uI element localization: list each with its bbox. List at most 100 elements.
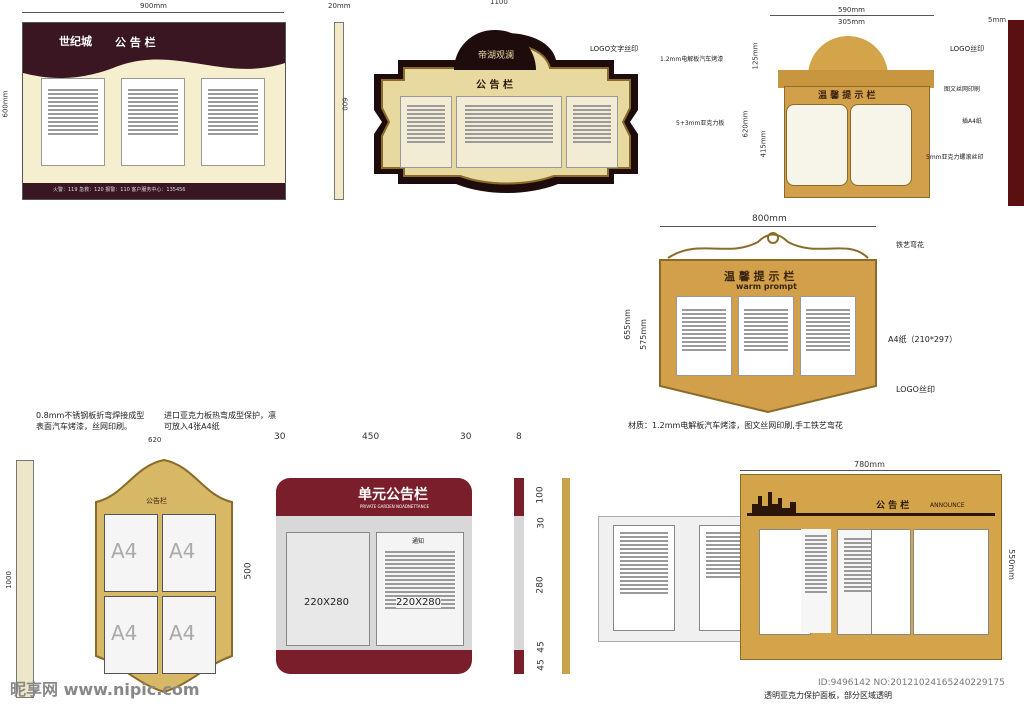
notice-sheet [676, 296, 732, 376]
dim-line [740, 470, 1000, 471]
board6-d4: 8 [516, 432, 522, 442]
city-skyline-logo [752, 492, 796, 514]
a4-slot [786, 104, 848, 186]
notice-sheet [201, 78, 265, 166]
board4-h1: 655mm [622, 309, 632, 340]
board4-title: 温 馨 提 示 栏 [724, 270, 795, 283]
board3-note3: 插A4纸 [962, 118, 982, 125]
board6-d3: 30 [460, 432, 472, 442]
board6-header [276, 478, 472, 516]
board2-note2: 1.2mm电解板汽车烤漆 [660, 56, 724, 63]
board7-bottom-note: 透明亚克力保护面板，部分区域透明 [764, 691, 892, 700]
board2-note3: 5+3mm亚克力板 [676, 120, 725, 127]
a4-slot: A4 [162, 514, 216, 592]
board4-note2: A4纸（210*297） [888, 335, 958, 344]
board3-title: 温 馨 提 示 栏 [818, 91, 876, 101]
board6-side-dim: 45 [536, 641, 547, 653]
board1-height-dim: 600mm [1, 90, 10, 118]
board3-h3: 415mm [759, 130, 768, 158]
glass-panel [871, 529, 911, 635]
watermark-right: ID:9496142 NO:20121024165240229175 [818, 678, 1005, 688]
board1-side-view [334, 22, 344, 200]
board1-footer: 火警：119 急救：120 报警：110 客户服务中心：135456 [53, 187, 186, 193]
board7-width-dim: 780mm [854, 460, 885, 469]
board1-width-dim: 900mm [140, 2, 167, 10]
a4-slot [850, 104, 912, 186]
board7-title: 公 告 栏 [876, 501, 910, 511]
board5-title: 公告栏 [146, 497, 167, 505]
board6-d2: 450 [362, 432, 380, 442]
board4-note1: 铁艺弯花 [896, 241, 924, 249]
board2-note1: LOGO文字丝印 [590, 45, 639, 53]
board6-footer [276, 650, 472, 674]
board2-title: 公 告 栏 [476, 80, 513, 91]
board5-desc1: 0.8mm不锈钢板折弯焊接成型 [36, 411, 145, 420]
notice-sheet [800, 296, 856, 376]
board5-width-dim: 620 [148, 436, 162, 444]
board6-height: 500 [243, 562, 254, 580]
board6-side-dim: 30 [536, 517, 547, 529]
board6-title: 单元公告栏 [358, 487, 428, 503]
board2-logo: 帝湖观澜 [478, 51, 515, 61]
poster-slot [376, 532, 464, 646]
board5-desc4: 可放入4张A4纸 [164, 422, 220, 431]
board6-subtitle: PRIVATE GARDEN NOADNETTANCE [360, 504, 429, 509]
board4-h2: 575mm [638, 319, 648, 350]
a4-slot: A4 [104, 514, 158, 592]
board3-width-dim: 590mm [838, 6, 865, 14]
board4-width-dim: 800mm [752, 214, 787, 224]
board3-note1: LOGO丝印 [950, 45, 985, 53]
notice-board-1: 世纪城 公 告 栏 火警：119 急救：120 报警：110 客户服务中心：13… [22, 22, 286, 200]
board5-desc3: 进口亚克力板热弯成型保护，凛 [164, 411, 276, 420]
board6-side-dim: 100 [535, 486, 546, 504]
iron-scroll-ornament [667, 232, 869, 259]
board3-h2: 620mm [741, 110, 750, 138]
board1-brand: 世纪城 [59, 35, 92, 48]
notice-sheet [400, 96, 452, 168]
board2-top-dim: 1100 [490, 0, 508, 6]
board1-wave [23, 23, 285, 199]
board4-note3: LOGO丝印 [896, 385, 935, 394]
board7-perspective [598, 516, 760, 642]
board3-side-view [1008, 20, 1024, 206]
board1-side-dim: 20mm [328, 2, 351, 10]
watermark-left: 昵享网 www.nipic.com [10, 680, 200, 699]
board6-notice: 通知 [412, 538, 425, 545]
notice-sheet [566, 96, 618, 168]
board6-slot1: 220X280 [304, 597, 350, 608]
dim-line [770, 15, 934, 16]
notice-sheet [456, 96, 562, 168]
board7-height-dim: 550mm [1006, 549, 1016, 580]
board5-height-dim: 1000 [4, 571, 13, 589]
board6-side-view [514, 478, 524, 674]
notice-sheet [738, 296, 794, 376]
notice-sheet [41, 78, 105, 166]
a4-slot: A4 [162, 596, 216, 674]
dim-line [22, 12, 284, 13]
board7-title-en: ANNOUNCE [930, 502, 965, 509]
board3-note2: 图文丝网印刷 [944, 86, 981, 93]
board5-desc2: 表面汽车烤漆，丝网印刷。 [36, 422, 132, 431]
poster-slot [286, 532, 370, 646]
board4-subtitle: warm prompt [736, 282, 797, 291]
board3-thick-dim: 5mm [988, 16, 1007, 24]
notice-sheet [121, 78, 185, 166]
dim-line [660, 226, 876, 227]
board6-d1: 30 [274, 432, 286, 442]
board1-side-h: 600 [340, 97, 349, 111]
board6-slot2: 220X280 [396, 597, 442, 608]
board6-side-dim: 45 [536, 659, 547, 671]
board3-cornice [778, 70, 934, 88]
board3-note4: 5mm亚克力螺滚丝印 [926, 154, 984, 161]
board4-material: 材质：1.2mm电解板汽车烤漆，图文丝网印刷,手工铁艺弯花 [628, 421, 843, 430]
board1-title: 公 告 栏 [115, 36, 156, 49]
board6-mount [562, 478, 570, 674]
notice-sheet [801, 529, 831, 633]
board5-side-view [16, 460, 34, 698]
board3-width2-dim: 305mm [838, 18, 865, 26]
a4-slot: A4 [104, 596, 158, 674]
board3-h1: 125mm [751, 42, 760, 70]
notice-board-7 [740, 474, 1002, 660]
board6-side-dim: 280 [535, 576, 546, 594]
glass-panel [913, 529, 989, 635]
